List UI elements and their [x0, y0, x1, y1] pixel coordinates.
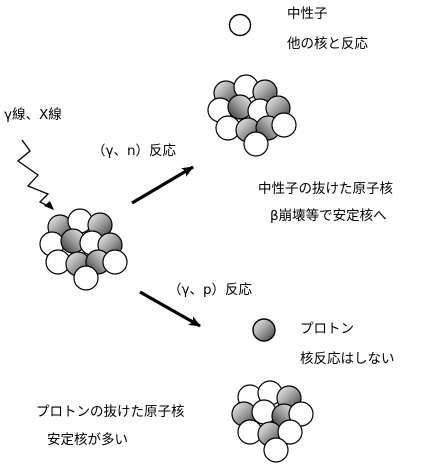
- arrow-gamma-p: [139, 290, 201, 328]
- proton-icon: [252, 318, 276, 342]
- arrow-gamma-n: [131, 165, 194, 205]
- reaction-gamma-p-label: （γ、p）反応: [168, 282, 253, 298]
- target-nucleus-icon: [39, 208, 128, 291]
- neutron-title: 中性子: [287, 6, 328, 22]
- residual-nucleus-n-title: 中性子の抜けた原子核: [258, 181, 393, 197]
- neutron-description: 他の核と反応: [287, 36, 368, 52]
- neutron-icon: [228, 13, 252, 37]
- residual-nucleus-p-icon: [231, 380, 314, 463]
- residual-nucleus-n-description: β崩壊等で安定核へ: [270, 208, 387, 224]
- photon-wave-icon: [16, 139, 54, 210]
- reaction-gamma-n-label: （γ、n）反応: [92, 143, 177, 159]
- incoming-radiation-label: γ線、X線: [4, 107, 62, 123]
- proton-title: プロトン: [300, 321, 354, 337]
- residual-nucleus-n-icon: [207, 74, 297, 157]
- residual-nucleus-p-description: 安定核が多い: [47, 432, 128, 448]
- proton-description: 核反応はしない: [300, 351, 395, 367]
- residual-nucleus-p-title: プロトンの抜けた原子核: [36, 404, 185, 420]
